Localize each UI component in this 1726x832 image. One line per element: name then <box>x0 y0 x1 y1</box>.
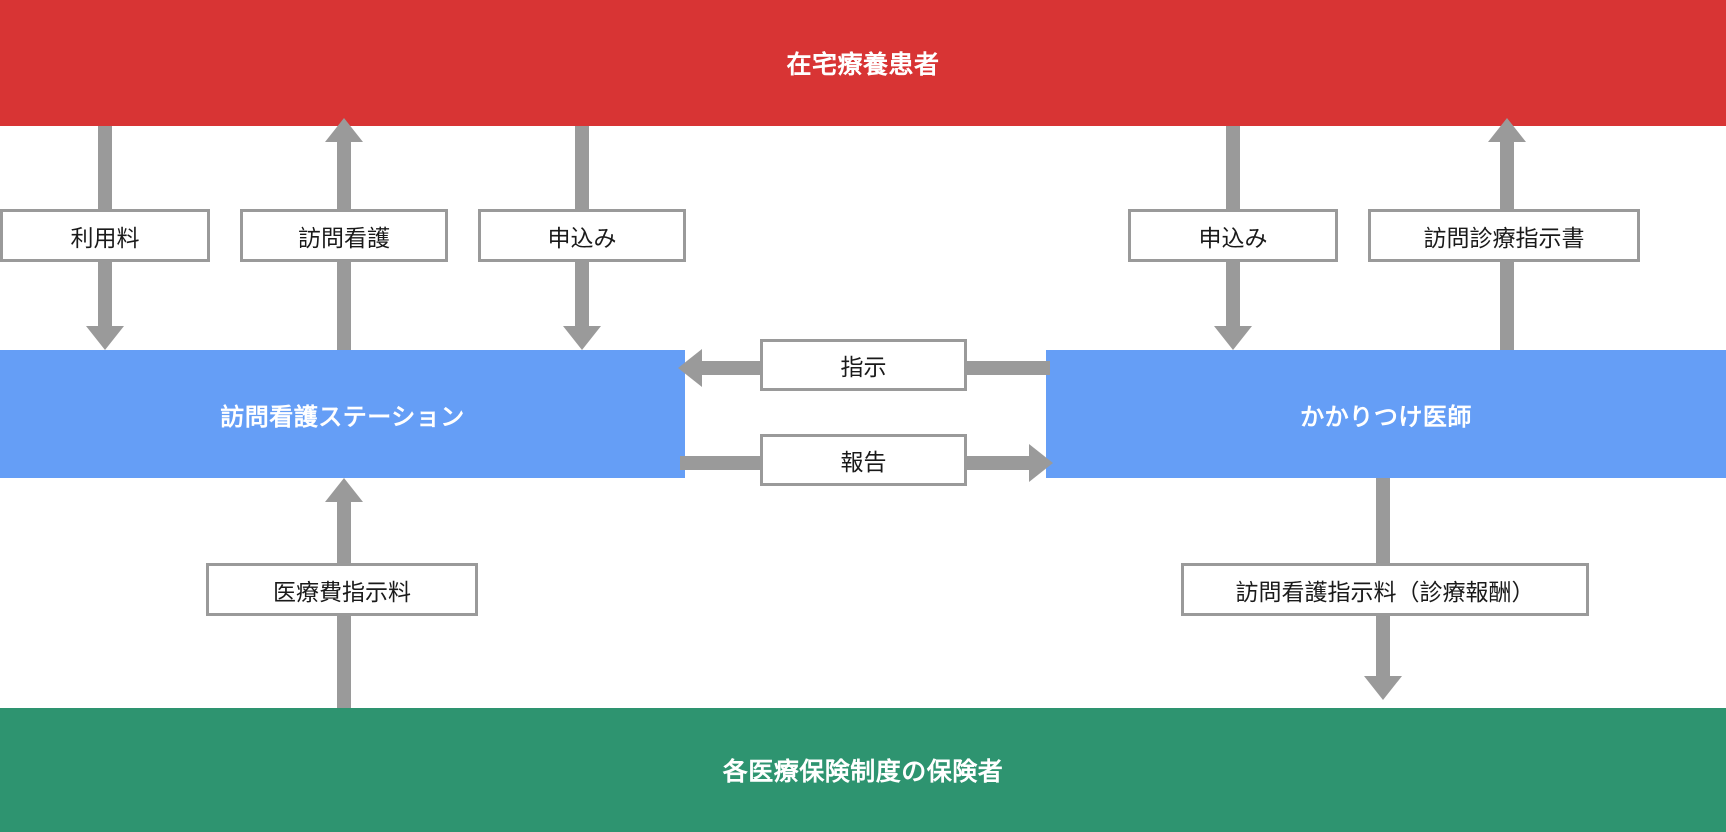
arrow-head-application-left-down-icon <box>563 326 601 350</box>
arrow-head-home-nursing-up-icon <box>325 118 363 142</box>
flow-label-application-right-text: 申込み <box>1198 224 1268 251</box>
flow-label-nursing-instruction-fee: 訪問看護指示料（診療報酬） <box>1181 563 1589 616</box>
flow-label-usage-fee: 利用料 <box>0 209 210 262</box>
arrow-head-nursing-instruction-fee-down-icon <box>1364 676 1402 700</box>
actor-bar-family-doctor: かかりつけ医師 <box>1046 350 1726 478</box>
arrow-head-medical-fee-instruction-up-icon <box>325 478 363 502</box>
arrow-head-home-care-instruction-doc-up-icon <box>1488 118 1526 142</box>
flow-label-medical-fee-instruction: 医療費指示料 <box>206 563 478 616</box>
arrow-head-report-right-icon <box>1029 444 1053 482</box>
flow-label-usage-fee-text: 利用料 <box>70 224 140 251</box>
actor-label-nursing-station: 訪問看護ステーション <box>220 403 465 431</box>
flow-label-report-text: 報告 <box>840 449 887 475</box>
flow-label-home-care-instruction-doc-text: 訪問診療指示書 <box>1423 224 1585 251</box>
flow-label-application-right: 申込み <box>1128 209 1338 262</box>
flow-label-instruction: 指示 <box>760 339 967 391</box>
actor-bar-patient: 在宅療養患者 <box>0 0 1726 126</box>
flow-label-home-nursing-text: 訪問看護 <box>298 224 390 251</box>
actor-label-insurers: 各医療保険制度の保険者 <box>722 758 1004 786</box>
flow-label-application-left: 申込み <box>478 209 686 262</box>
arrow-head-usage-fee-down-icon <box>86 326 124 350</box>
flow-label-medical-fee-instruction-text: 医療費指示料 <box>273 578 411 605</box>
actor-bar-insurers: 各医療保険制度の保険者 <box>0 708 1726 832</box>
flow-label-nursing-instruction-fee-text: 訪問看護指示料（診療報酬） <box>1235 578 1535 605</box>
flow-label-instruction-text: 指示 <box>840 354 887 380</box>
flow-label-home-nursing: 訪問看護 <box>240 209 448 262</box>
actor-bar-nursing-station: 訪問看護ステーション <box>0 350 685 478</box>
actor-label-family-doctor: かかりつけ医師 <box>1300 403 1472 431</box>
flow-label-report: 報告 <box>760 434 967 486</box>
flow-label-home-care-instruction-doc: 訪問診療指示書 <box>1368 209 1640 262</box>
flow-label-application-left-text: 申込み <box>547 224 617 251</box>
actor-label-patient: 在宅療養患者 <box>786 51 940 79</box>
arrow-head-instruction-left-icon <box>678 349 702 387</box>
arrow-head-application-right-down-icon <box>1214 326 1252 350</box>
